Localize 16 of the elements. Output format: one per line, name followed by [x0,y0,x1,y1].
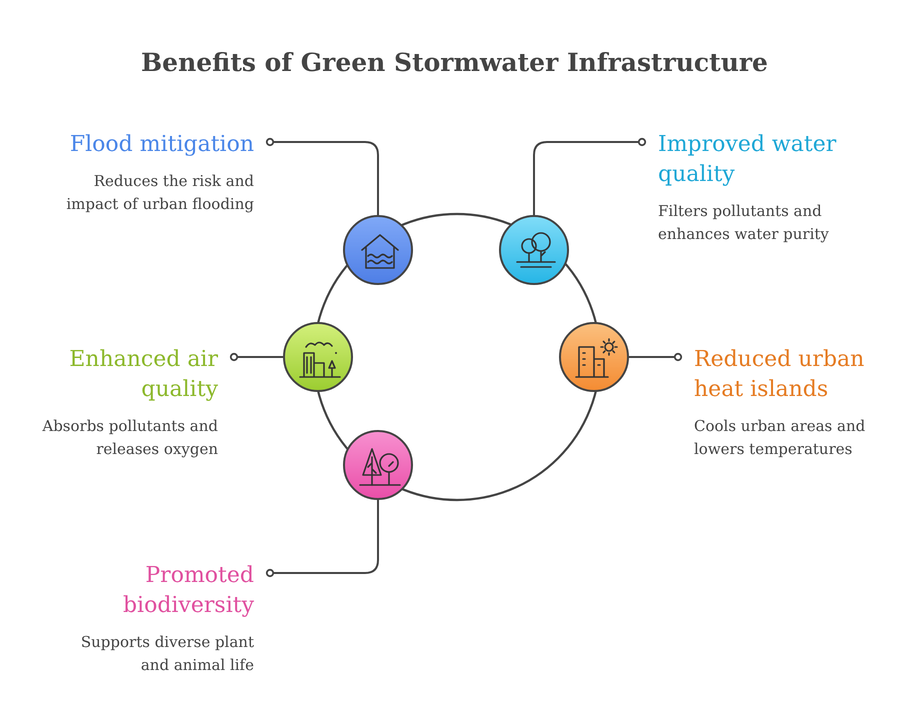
leader-line [533,138,646,215]
diagram-title: Benefits of Green Stormwater Infrastructure [140,48,769,77]
leader-line [266,138,379,215]
benefit-description: Reduces the risk and impact of urban flooding [65,171,254,215]
benefit-description: Absorbs pollutants and releases oxygen [41,416,218,460]
benefit-heading: Enhanced air quality [68,346,218,404]
leader-line [629,352,682,362]
benefit-heading: Reduced urban heat islands [694,346,866,404]
leader-line [266,500,379,578]
benefit-heading: Improved water quality [658,131,838,189]
benefit-description: Filters pollutants and enhances water purity [658,201,830,245]
leader-line [230,352,283,362]
benefit-heading: Promoted biodiversity [122,562,254,620]
benefit-heading: Flood mitigation [70,131,254,159]
benefit-description: Cools urban areas and lowers temperatures [694,416,866,460]
benefit-description: Supports diverse plant and animal life [80,632,254,676]
